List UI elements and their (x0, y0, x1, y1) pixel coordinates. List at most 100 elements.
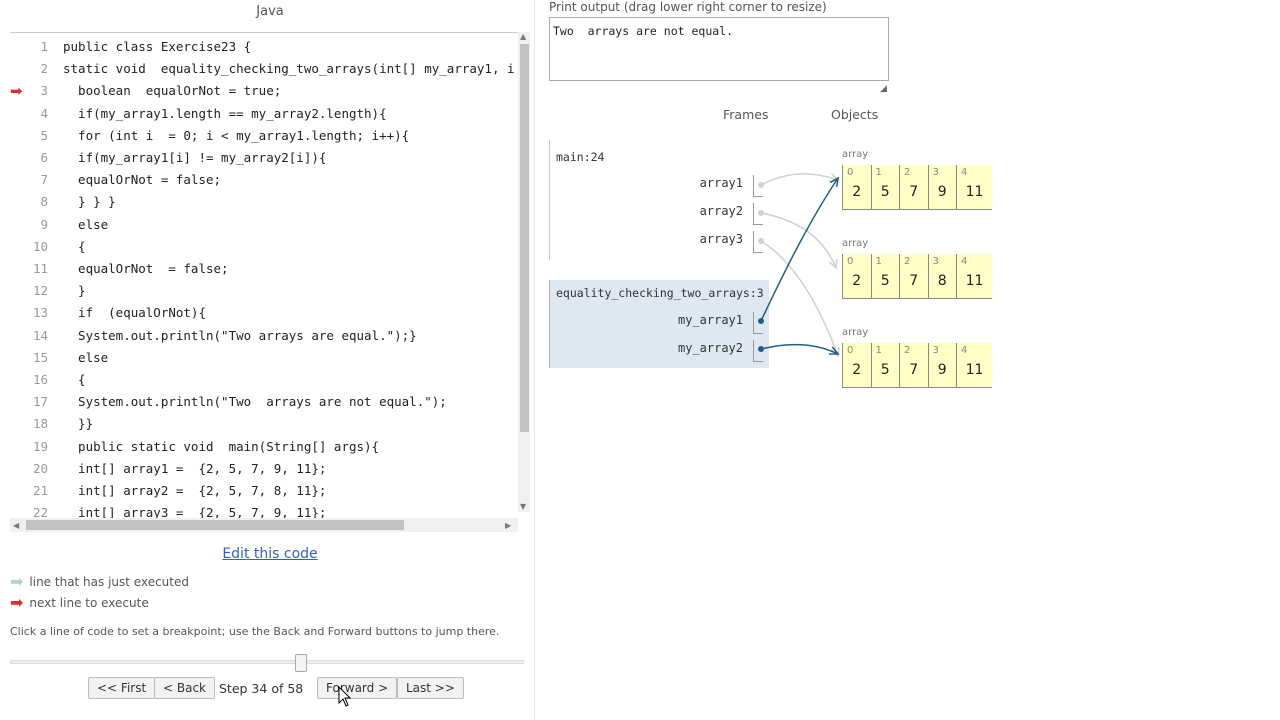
frame-equality-checking: equality_checking_two_arrays:3 (549, 280, 769, 368)
code-editor[interactable]: 1 public class Exercise23 { 2 static void e… (10, 32, 530, 520)
variable-pointer-box (753, 175, 763, 197)
code-text: public class Exercise23 { (63, 39, 252, 54)
arrowhead-icon (829, 176, 839, 188)
line-number: 1 (40, 39, 48, 54)
legend-next-label: next line to execute (29, 596, 149, 610)
line-number: 11 (32, 261, 48, 276)
arrow-array2 (760, 212, 837, 269)
variable-pointer-box (753, 312, 763, 334)
code-line[interactable]: 10 { (10, 236, 520, 258)
scroll-left-icon[interactable]: ◀ (13, 521, 20, 530)
line-number: 9 (40, 216, 48, 232)
code-text: else (63, 216, 109, 232)
code-line[interactable]: 9 else (10, 214, 520, 236)
code-line[interactable]: 11 equalOrNot = false; (10, 258, 520, 280)
code-text: if (equalOrNot){ (63, 305, 206, 321)
back-button[interactable]: < Back (154, 677, 216, 699)
code-line[interactable]: 19 public static void main(String[] args… (10, 436, 520, 458)
line-number: 2 (40, 61, 48, 77)
array-index: 4 (961, 256, 968, 267)
array-index: 2 (904, 345, 911, 356)
horizontal-scroll-thumb[interactable] (26, 520, 404, 530)
code-line[interactable]: 7 equalOrNot = false; (10, 169, 520, 191)
scroll-down-icon[interactable]: ▼ (520, 502, 527, 511)
code-line[interactable]: 18 }} (10, 413, 520, 435)
step-slider-handle[interactable] (295, 654, 307, 672)
edit-code-link[interactable]: Edit this code (222, 546, 318, 562)
line-number: 16 (32, 372, 48, 387)
variable-array3: array3 (699, 232, 743, 246)
code-line[interactable]: 20 int[] array1 = {2, 5, 7, 9, 11}; (10, 458, 520, 480)
code-line[interactable]: 22 int[] array3 = {2, 5, 7, 9, 11}; (10, 502, 520, 520)
array-value: 11 (965, 273, 984, 289)
language-label: Java (256, 4, 284, 19)
print-output-box[interactable]: Two arrays are not equal. (549, 17, 889, 81)
line-number: 20 (32, 460, 48, 476)
code-text: static void equality_checking_two_arrays… (63, 61, 515, 77)
frame-name: main:24 (556, 150, 605, 164)
scroll-up-icon[interactable]: ▲ (520, 32, 527, 41)
code-line[interactable]: 6 if(my_array1[i] != my_array2[i]){ (10, 147, 520, 169)
code-line[interactable]: 13 if (equalOrNot){ (10, 302, 520, 324)
array-value: 5 (880, 273, 890, 289)
array-index: 0 (847, 345, 854, 356)
code-line[interactable]: 14 System.out.println("Two arrays are eq… (10, 325, 520, 347)
code-line[interactable]: 17 System.out.println("Two arrays are no… (10, 391, 520, 413)
array-index: 1 (875, 256, 882, 267)
code-text: } } } (63, 194, 116, 210)
line-number: 4 (40, 105, 48, 121)
next-line-arrow-icon: ➡ (10, 82, 23, 101)
code-text: } (63, 283, 86, 299)
vertical-scroll-thumb[interactable] (520, 44, 529, 432)
code-line[interactable]: 16 { (10, 369, 520, 391)
print-output-title: Print output (drag lower right corner to… (549, 0, 827, 14)
arrow-array3 (760, 240, 839, 357)
code-line[interactable]: 4 if(my_array1.length == my_array2.lengt… (10, 103, 520, 125)
array-value: 7 (909, 362, 919, 378)
array-value: 5 (880, 184, 890, 200)
code-line[interactable]: 12 } (10, 280, 520, 302)
breakpoint-hint: Click a line of code to set a breakpoint… (10, 625, 500, 638)
code-text: { (63, 372, 86, 387)
array-index: 2 (904, 256, 911, 267)
pointer-dot (758, 182, 764, 188)
code-text: for (int i = 0; i < my_array1.length; i+… (63, 127, 410, 143)
code-text: else (63, 349, 109, 365)
variable-pointer-box (753, 340, 763, 362)
scroll-right-icon[interactable]: ▶ (505, 521, 512, 530)
objects-header: Objects (831, 107, 879, 122)
array-value: 11 (965, 184, 984, 200)
code-text: int[] array2 = {2, 5, 7, 8, 11}; (63, 483, 327, 498)
array-index: 0 (847, 167, 854, 178)
line-number: 19 (32, 438, 48, 454)
first-button[interactable]: << First (88, 677, 156, 699)
legend-next: ➡next line to execute (10, 595, 149, 611)
code-line[interactable]: 5 for (int i = 0; i < my_array1.length; … (10, 125, 520, 147)
arrow-right-icon: ➡ (10, 572, 24, 591)
array-value: 2 (852, 273, 862, 289)
array-index: 1 (875, 345, 882, 356)
resize-handle-icon[interactable]: ◢ (880, 84, 887, 94)
code-line[interactable]: 8 } } } (10, 191, 520, 213)
pointer-dot (758, 346, 764, 352)
step-slider[interactable] (10, 660, 524, 664)
code-line[interactable]: 15 else (10, 347, 520, 369)
array-label: array (842, 327, 869, 338)
last-button[interactable]: Last >> (397, 677, 464, 699)
code-line[interactable]: 2 static void equality_checking_two_array… (10, 58, 520, 80)
line-number: 6 (40, 150, 48, 165)
code-line[interactable]: 1 public class Exercise23 { (10, 36, 520, 58)
code-line[interactable]: 3 boolean equalOrNot = true;➡ (10, 80, 520, 102)
panel-divider (534, 0, 535, 720)
code-line[interactable]: 21 int[] array2 = {2, 5, 7, 8, 11}; (10, 480, 520, 502)
legend-executed-label: line that has just executed (29, 575, 189, 589)
mouse-cursor-icon (338, 686, 352, 707)
